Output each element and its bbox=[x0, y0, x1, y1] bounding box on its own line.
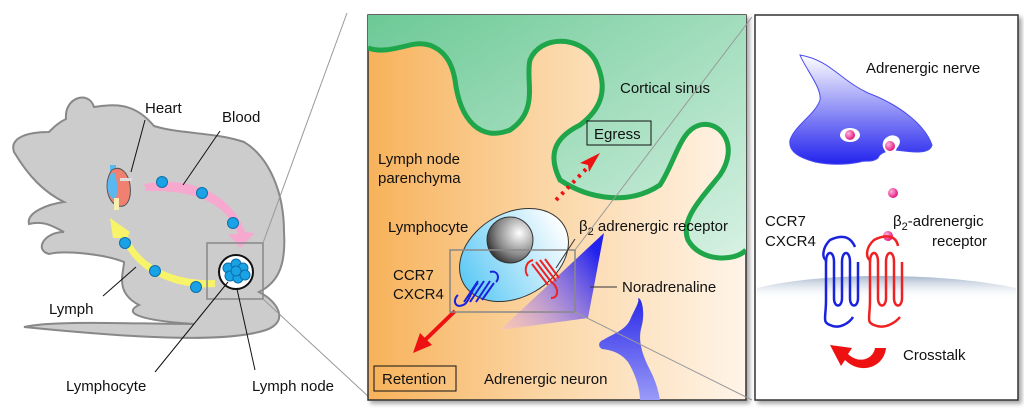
zoom-connector-left bbox=[262, 12, 371, 399]
label-receptor: receptor bbox=[932, 233, 987, 250]
mouse-leader-lines bbox=[102, 119, 256, 373]
lymph-node-zoom-box bbox=[206, 242, 264, 300]
mouse-panel: Heart Blood Lymph Lymphocyte Lymph node bbox=[12, 96, 334, 395]
label-noradrenaline: Noradrenaline bbox=[622, 279, 716, 296]
zoom-connector-right bbox=[574, 16, 753, 401]
ccr7-cxcr4-receptor-large bbox=[822, 235, 860, 328]
vesicles bbox=[840, 128, 900, 241]
label-parenchyma-2: parenchyma bbox=[378, 170, 461, 187]
label-lymph: Lymph bbox=[49, 301, 93, 318]
label-cxcr4-right: CXCR4 bbox=[765, 233, 816, 250]
label-cortical-sinus: Cortical sinus bbox=[620, 80, 710, 97]
middle-leader-lines bbox=[555, 238, 617, 288]
label-parenchyma-1: Lymph node bbox=[378, 151, 460, 168]
label-lymph-node: Lymph node bbox=[252, 378, 334, 395]
cortical-sinus-border bbox=[368, 38, 746, 261]
egress-arrow bbox=[554, 163, 592, 202]
label-beta2-receptor: β2 adrenergic receptor bbox=[579, 218, 728, 238]
receptor-zoom-box bbox=[449, 249, 576, 313]
label-blood: Blood bbox=[222, 109, 260, 126]
label-adrenergic-neuron: Adrenergic neuron bbox=[484, 371, 607, 388]
ccr7-cxcr4-receptor-icon bbox=[453, 270, 499, 307]
circulating-lymphocytes bbox=[119, 176, 239, 293]
lymph-node-icon bbox=[218, 254, 254, 290]
label-crosstalk: Crosstalk bbox=[903, 347, 966, 364]
label-ccr7-right: CCR7 bbox=[765, 213, 806, 230]
lymph-arrow bbox=[110, 218, 215, 288]
egress-box bbox=[586, 120, 652, 146]
beta2-receptor-large bbox=[865, 235, 904, 328]
adrenergic-neuron bbox=[599, 298, 660, 400]
cortical-sinus-region bbox=[368, 15, 746, 259]
label-beta2-adrenergic: β2-adrenergic bbox=[893, 213, 984, 233]
beta2-receptor-icon bbox=[524, 258, 560, 299]
label-ccr7-mid: CCR7 bbox=[393, 267, 434, 284]
label-lymphocyte: Lymphocyte bbox=[66, 378, 146, 395]
label-lymphocyte-mid: Lymphocyte bbox=[388, 219, 468, 236]
label-egress: Egress bbox=[594, 126, 641, 143]
label-adrenergic-nerve: Adrenergic nerve bbox=[866, 60, 980, 77]
lymphocyte-nucleus bbox=[486, 216, 534, 264]
crosstalk-panel bbox=[754, 14, 1019, 401]
mouse-silhouette bbox=[12, 96, 286, 339]
label-retention: Retention bbox=[382, 371, 446, 388]
label-cxcr4-mid: CXCR4 bbox=[393, 286, 444, 303]
heart-icon bbox=[106, 165, 132, 210]
label-heart: Heart bbox=[145, 100, 183, 117]
crosstalk-arrow bbox=[830, 345, 886, 369]
retention-box bbox=[373, 365, 457, 392]
retention-arrow bbox=[421, 309, 457, 344]
